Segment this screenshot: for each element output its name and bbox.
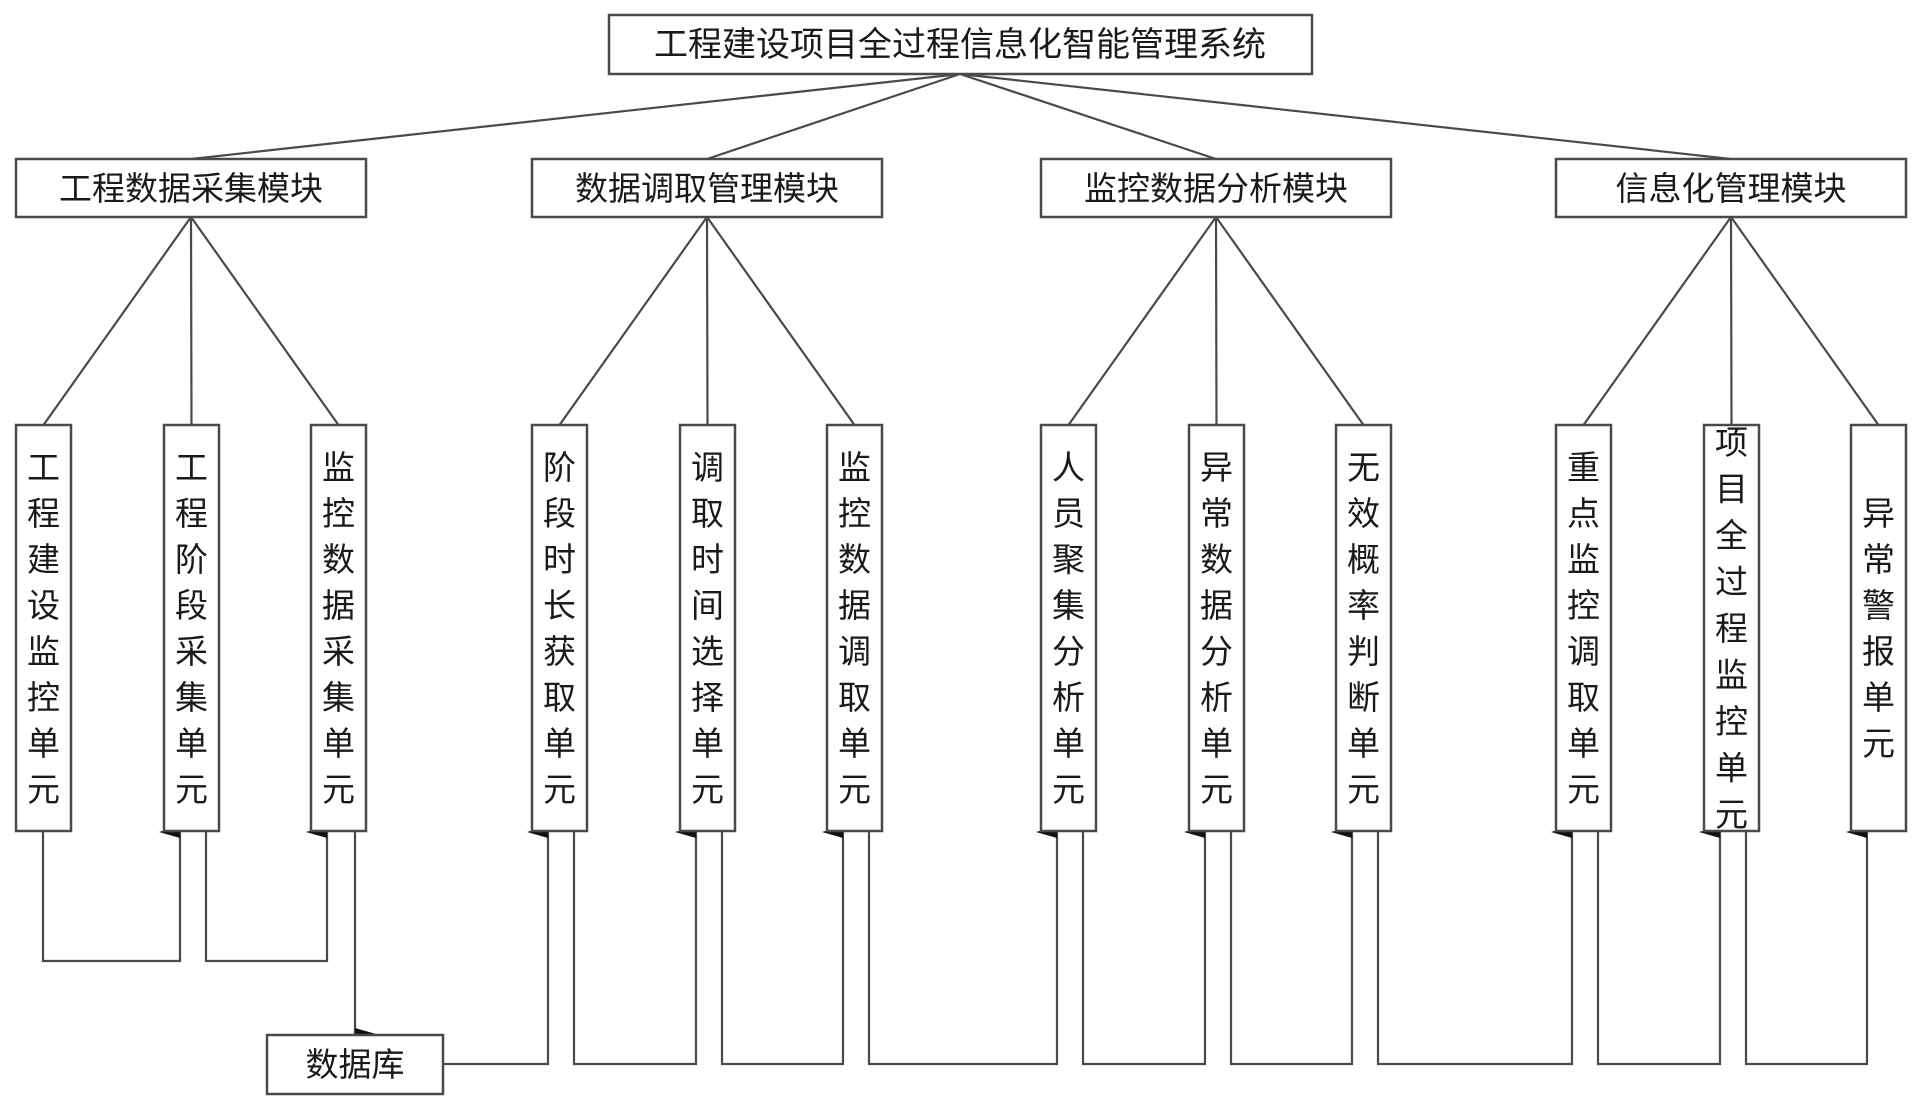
module-to-unit-edge [1582,216,1732,426]
module-to-unit-edge [42,216,192,426]
unit-label: 阶段时长获取单元 [543,448,576,809]
module-box: 工程数据采集模块 [14,157,368,219]
module-label: 监控数据分析模块 [1084,169,1348,208]
module-box: 信息化管理模块 [1554,157,1908,219]
unit-box: 异常警报单元 [1849,423,1908,833]
module-label: 信息化管理模块 [1616,169,1847,208]
module-to-unit-edge [189,216,193,426]
unit-box: 阶段时长获取单元 [530,423,589,833]
module-to-unit-edge [705,216,709,426]
unit-label: 项目全过程监控单元 [1715,423,1748,834]
title-to-module-edge [706,72,961,161]
unit-box: 监控数据采集单元 [309,423,368,833]
flow-arrow [867,826,1059,1066]
database-flow-arrow [443,826,550,1066]
unit-box: 异常数据分析单元 [1187,423,1246,833]
connector-lines [41,72,1880,1066]
unit-label: 人员聚集分析单元 [1052,448,1085,809]
flow-arrow [1081,826,1207,1066]
title-to-module-edge [190,72,961,161]
unit-label: 监控数据调取单元 [838,448,871,809]
module-to-unit-edge [1214,216,1218,426]
module-label: 数据调取管理模块 [575,169,839,208]
unit-label: 监控数据采集单元 [322,448,355,809]
title-to-module-edge [959,72,1217,161]
unit-label: 异常警报单元 [1862,494,1895,763]
unit-layer: 工程建设监控单元 工程阶段采集单元 监控数据采集单元 阶段时长获取单元 调取时间选择单元… [14,423,1908,834]
module-to-unit-edge [190,216,340,426]
unit-box: 工程阶段采集单元 [162,423,221,833]
unit-label: 无效概率判断单元 [1347,448,1380,809]
module-to-unit-edge [558,216,708,426]
unit-box: 监控数据调取单元 [825,423,884,833]
module-to-unit-edge [706,216,856,426]
flow-arrow [1376,826,1574,1066]
module-box: 监控数据分析模块 [1039,157,1393,219]
unit-label: 工程建设监控单元 [27,448,60,809]
module-to-unit-edge [1067,216,1217,426]
unit-label: 工程阶段采集单元 [175,448,208,809]
database-box: 数据库 [265,1033,445,1096]
module-box: 数据调取管理模块 [530,157,884,219]
unit-label: 异常数据分析单元 [1200,448,1233,809]
title-to-module-edge [959,72,1732,161]
module-to-unit-edge [1215,216,1365,426]
database-label: 数据库 [306,1045,405,1084]
system-title: 工程建设项目全过程信息化智能管理系统 [654,25,1266,65]
module-to-unit-edge [1730,216,1880,426]
flow-arrow [572,826,698,1066]
flow-arrow [1596,826,1722,1066]
flow-arrow [41,826,182,963]
unit-label: 调取时间选择单元 [691,448,724,809]
unit-label: 重点监控调取单元 [1567,448,1600,809]
flow-arrow [204,826,329,963]
flow-arrow [720,826,845,1066]
flow-arrow [1229,826,1354,1066]
flow-arrow [1744,826,1869,1066]
unit-box: 调取时间选择单元 [678,423,737,833]
system-title-box: 工程建设项目全过程信息化智能管理系统 [607,13,1314,76]
module-to-unit-edge [1729,216,1733,426]
unit-box: 重点监控调取单元 [1554,423,1613,833]
unit-box: 项目全过程监控单元 [1702,423,1761,834]
unit-box: 人员聚集分析单元 [1039,423,1098,833]
module-label: 工程数据采集模块 [59,169,323,208]
unit-box: 无效概率判断单元 [1334,423,1393,833]
module-layer: 工程数据采集模块 数据调取管理模块 监控数据分析模块 信息化管理模块 [14,157,1908,219]
unit-box: 工程建设监控单元 [14,423,73,833]
